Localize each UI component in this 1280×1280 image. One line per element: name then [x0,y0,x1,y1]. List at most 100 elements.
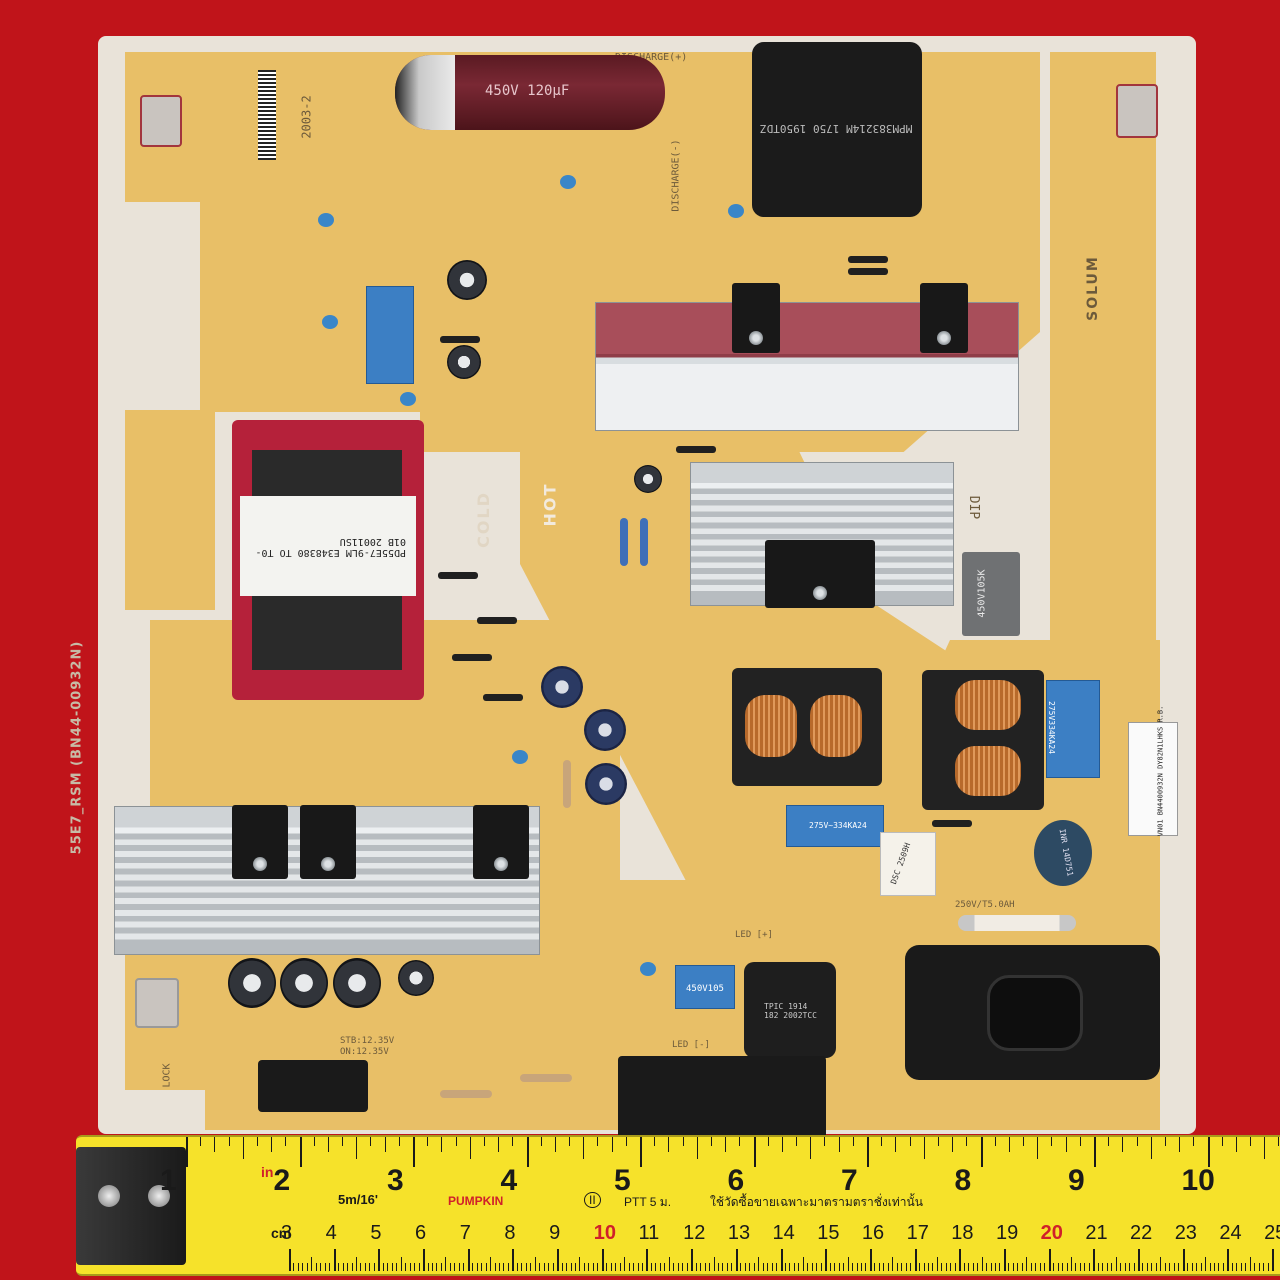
tape-cm-number: 19 [995,1222,1019,1244]
tape-thai-text: ใช้วัดซื้อขายเฉพาะมาตรามตราชั่งเท่านั้น [710,1195,923,1209]
tape-inch-subtick [370,1137,372,1146]
tape-cm-tick [423,1249,426,1271]
diode-6 [848,256,888,263]
mosfet-1 [732,283,780,353]
tape-mm-tick [753,1263,755,1271]
tape-mm-tick [1240,1263,1242,1271]
varistor: INR 14D751 [1034,820,1092,886]
tape-mm-tick [1030,1263,1032,1271]
electrolytic-cap-9 [447,345,481,379]
diode-7 [848,268,888,275]
tape-inch-subtick [1008,1137,1010,1152]
tape-inch-subtick [1235,1137,1237,1152]
label-led-pos: LED [+] [735,930,773,940]
electrolytic-cap-10 [634,465,662,493]
tape-inch-subtick [923,1137,925,1159]
resistor-5 [563,760,571,808]
tape-cm-tick [1138,1249,1141,1271]
tape-cm-tick [1003,1249,1006,1271]
tape-inch-subtick [285,1137,287,1146]
tape-mm-tick [1249,1257,1251,1271]
tape-inch-subtick [796,1137,798,1146]
tape-inch-subtick [512,1137,514,1146]
tape-mm-tick [704,1263,706,1271]
tape-mm-tick [1205,1257,1207,1271]
tape-mm-tick [566,1263,568,1271]
connector-cnl801 [258,1060,368,1112]
tape-inch-subtick [1079,1137,1081,1146]
tape-cm-tick [378,1249,381,1271]
label-fuse: 250V/T5.0AH [955,900,1015,910]
tape-mm-tick [936,1257,938,1271]
film-cap-grey-marking: 450V105K [976,569,988,618]
tape-inch-subtick [824,1137,826,1146]
tape-cm-tick [512,1249,515,1271]
tape-cm-number: 11 [638,1222,660,1244]
tape-cm-tick [959,1249,962,1271]
tape-mm-tick [454,1263,456,1271]
tape-mm-tick [1146,1263,1148,1271]
tape-inch-subtick [909,1137,911,1146]
tape-mm-tick [1155,1263,1157,1271]
tape-cm-tick [1227,1249,1230,1271]
tape-mm-tick [1017,1263,1019,1271]
main-transformer: PD55E7-9LM E348380 TO T0-01B 20011SU [232,420,424,700]
tape-mm-tick [597,1263,599,1271]
tape-inch-subtick [1065,1137,1067,1152]
tape-inch-subtick [1221,1137,1223,1146]
tape-mm-tick [534,1257,536,1271]
tape-mm-tick [369,1263,371,1271]
tape-mm-tick [476,1263,478,1271]
tape-mm-tick [1196,1263,1198,1271]
tape-cm-number: 12 [683,1222,706,1244]
tape-mm-tick [525,1263,527,1271]
tape-cm-number: 5 [370,1222,382,1244]
resistor-2 [640,518,648,566]
tape-mm-tick [1254,1263,1256,1271]
tape-hook [76,1147,186,1265]
tape-cm-number: 4 [325,1222,337,1244]
tape-mm-tick [431,1263,433,1271]
tape-inch-tick [753,1137,756,1167]
tape-cm-number: 16 [861,1222,885,1244]
tape-mm-tick [852,1263,854,1271]
tape-mm-tick [771,1263,773,1271]
film-cap-grey: 450V105K [962,552,1020,636]
diode-2 [477,617,517,624]
tape-cm-tick [333,1249,336,1271]
tape-mm-tick [1258,1263,1260,1271]
tape-mm-tick [1213,1263,1215,1271]
tape-mm-tick [1129,1263,1131,1271]
tape-ptt: PTT 5 ม. [624,1195,672,1209]
resistor-3 [440,1090,492,1098]
tape-inch-subtick [611,1137,613,1152]
tape-mm-tick [1066,1263,1068,1271]
tape-mm-tick [1021,1263,1023,1271]
tape-cm-number: 14 [772,1222,795,1244]
tape-inch-subtick [895,1137,897,1152]
tape-inch-subtick [1122,1137,1124,1152]
tape-mm-tick [409,1263,411,1271]
tape-mm-tick [1178,1263,1180,1271]
tape-mm-tick [905,1263,907,1271]
resistor-4 [520,1074,572,1082]
tape-mm-tick [338,1263,340,1271]
tape-class: II [584,1192,601,1208]
diode-5 [676,446,716,453]
lug-top-right [1116,84,1158,138]
tape-cm-number: 8 [504,1222,516,1244]
tape-inch-tick [867,1137,869,1167]
tape-mm-tick [342,1263,344,1271]
tape-mm-tick [414,1263,416,1271]
tape-mm-tick [579,1257,581,1271]
tape-mm-tick [722,1263,724,1271]
tape-mm-tick [311,1257,313,1271]
tape-mm-tick [865,1263,867,1271]
tape-mm-tick [892,1257,894,1271]
tape-mm-tick [561,1263,563,1271]
tape-mm-tick [740,1263,742,1271]
tape-inch-tick [299,1137,302,1167]
label-part-number: 55E7_RSM (BN44-00932N) [69,640,85,855]
tape-inch-subtick [256,1137,258,1146]
